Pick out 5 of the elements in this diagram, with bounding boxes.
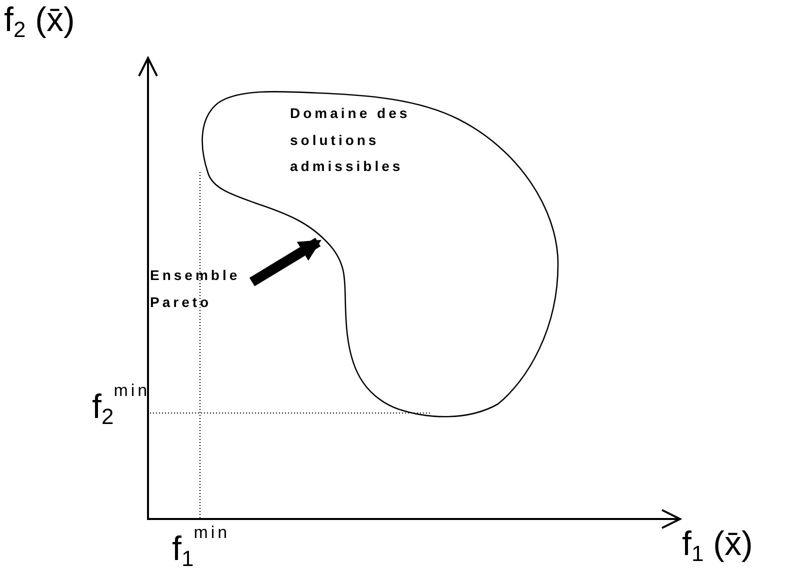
axis-label: f$_{2}$ (x̄) [4,2,75,42]
annotation-text: Ensemble Pareto [150,266,242,312]
region-label: Domaine des solutions admissibles [290,104,412,176]
axis-label: f$_{1}$ (x̄) [682,526,753,566]
arrow [249,238,322,286]
